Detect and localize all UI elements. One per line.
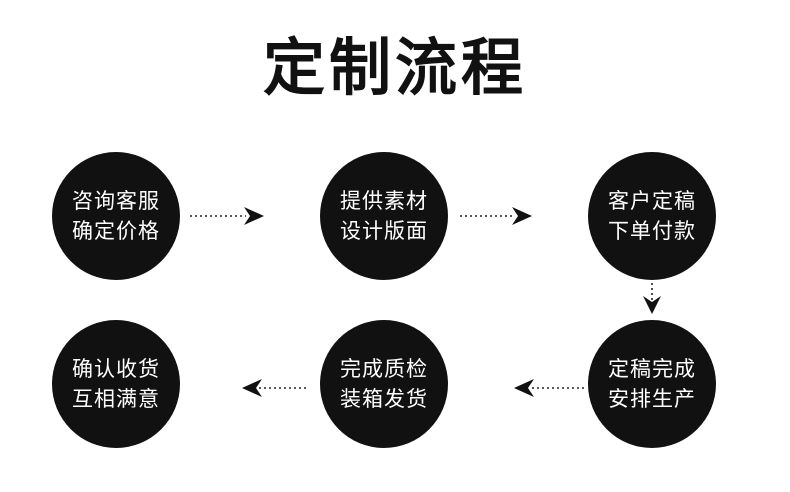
step-label-line1: 定稿完成	[608, 357, 696, 381]
step-consult-customer-service: 咨询客服 确定价格	[52, 152, 180, 280]
step-label-line2: 互相满意	[72, 387, 160, 411]
step-customer-finalize: 客户定稿 下单付款	[588, 152, 716, 280]
step-label-line2: 安排生产	[608, 387, 696, 411]
step-label-line2: 下单付款	[608, 219, 696, 243]
step-confirm-receipt: 确认收货 互相满意	[52, 320, 180, 448]
page-title: 定制流程	[262, 31, 527, 104]
step-label-line1: 咨询客服	[72, 189, 160, 213]
dotted-arrow-icon	[242, 379, 262, 397]
step-quality-check-ship: 完成质检 装箱发货	[320, 320, 448, 448]
dotted-arrow-icon	[512, 207, 532, 225]
step-label-line2: 确定价格	[72, 219, 160, 243]
step-provide-materials: 提供素材 设计版面	[320, 152, 448, 280]
step-arrange-production: 定稿完成 安排生产	[588, 320, 716, 448]
dotted-arrow-icon	[643, 296, 661, 314]
step-label-line2: 装箱发货	[340, 387, 428, 411]
step-label-line1: 提供素材	[340, 189, 428, 213]
dotted-arrow-icon	[514, 379, 534, 397]
dotted-arrow-icon	[244, 207, 264, 225]
step-label-line1: 完成质检	[340, 357, 428, 381]
step-label-line2: 设计版面	[340, 219, 428, 243]
step-label-line1: 客户定稿	[608, 189, 696, 213]
step-label-line1: 确认收货	[72, 357, 160, 381]
